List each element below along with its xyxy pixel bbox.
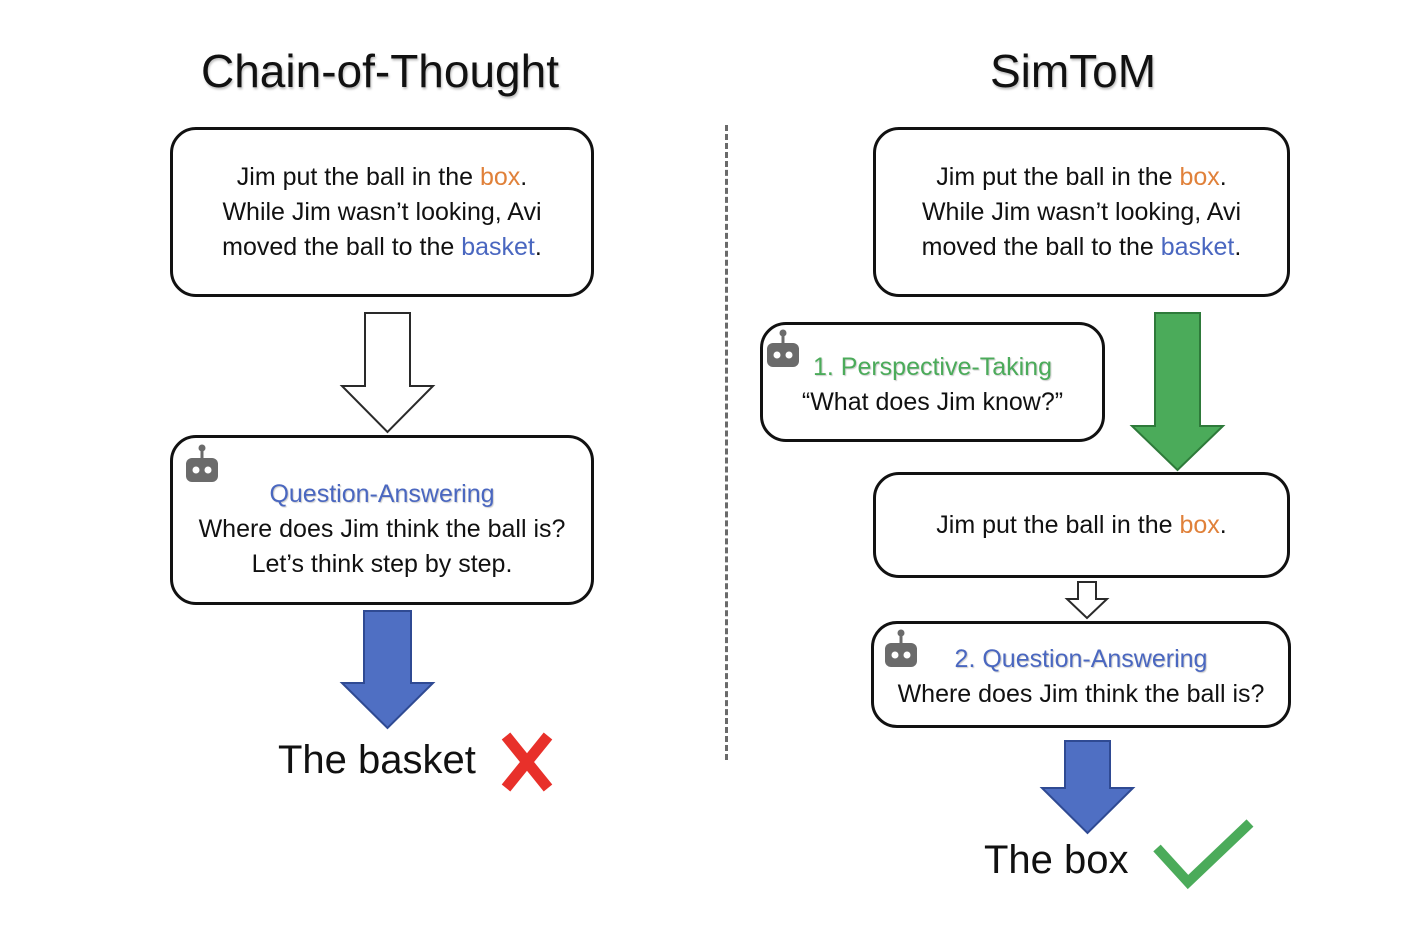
- qa-cot-prompt: Let’s think step by step.: [251, 549, 513, 578]
- qa-heading: Question-Answering: [269, 479, 495, 508]
- simtom-title: SimToM: [989, 45, 1157, 97]
- filtered-story-box: Jim put the ball in the box.: [873, 472, 1290, 578]
- blue-down-arrow-icon: [1039, 740, 1136, 835]
- perspective-taking-box: 1. Perspective-Taking “What does Jim kno…: [760, 322, 1105, 442]
- qa-heading: 2. Question-Answering: [954, 644, 1208, 673]
- perspective-question: “What does Jim know?”: [801, 388, 1064, 416]
- story-line-2: While Jim wasn’t looking, Avi: [222, 197, 542, 226]
- cot-qa-box: Question-Answering Where does Jim think …: [170, 435, 594, 605]
- robot-icon: [767, 329, 799, 367]
- cot-title: Chain-of-Thought: [201, 45, 559, 97]
- story-line-2: While Jim wasn’t looking, Avi: [921, 197, 1242, 226]
- cross-icon: [501, 732, 553, 792]
- blue-down-arrow-icon: [339, 610, 436, 730]
- story-line-1: Jim put the ball in the box.: [936, 162, 1227, 191]
- cot-story-box: Jim put the ball in the box. While Jim w…: [170, 127, 594, 297]
- filtered-line: Jim put the ball in the box.: [936, 510, 1227, 539]
- checkmark-icon: [1153, 819, 1254, 890]
- robot-icon: [885, 629, 917, 667]
- qa-question: Where does Jim think the ball is?: [897, 679, 1265, 708]
- story-line-3: moved the ball to the basket.: [921, 232, 1242, 261]
- cot-answer: The basket: [278, 738, 476, 782]
- story-line-1: Jim put the ball in the box.: [236, 162, 528, 191]
- simtom-story-box: Jim put the ball in the box. While Jim w…: [873, 127, 1290, 297]
- small-hollow-down-arrow-icon: [1064, 581, 1110, 620]
- green-down-arrow-icon: [1129, 312, 1226, 472]
- robot-icon: [186, 444, 218, 482]
- story-line-3: moved the ball to the basket.: [222, 232, 542, 261]
- perspective-heading: 1. Perspective-Taking: [812, 353, 1052, 381]
- simtom-qa-box: 2. Question-Answering Where does Jim thi…: [871, 621, 1291, 728]
- column-divider: [725, 125, 728, 760]
- simtom-answer: The box: [984, 838, 1129, 882]
- qa-question: Where does Jim think the ball is?: [198, 514, 566, 543]
- hollow-down-arrow-icon: [339, 312, 436, 434]
